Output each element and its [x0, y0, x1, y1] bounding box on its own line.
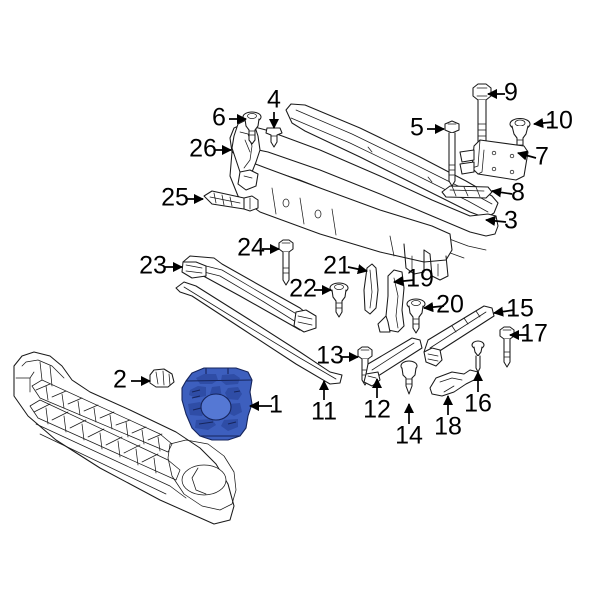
part-9-flange-bolt — [472, 83, 492, 150]
callout-8[interactable]: 8 — [490, 179, 525, 207]
callout-18[interactable]: 18 — [434, 394, 462, 441]
callout-leader-10 — [532, 117, 554, 129]
callout-3[interactable]: 3 — [484, 207, 518, 235]
part-2-retainer-clip — [149, 368, 175, 388]
callout-number-2: 2 — [113, 366, 127, 394]
callout-number-1: 1 — [269, 391, 283, 419]
callout-number-23: 23 — [139, 252, 167, 280]
callout-22[interactable]: 22 — [289, 275, 333, 303]
callout-leader-19 — [392, 276, 415, 287]
part-17-hex-bolt — [499, 326, 515, 368]
callout-number-12: 12 — [363, 396, 391, 424]
part-19-vertical-brace — [377, 269, 405, 333]
callout-leader-21 — [347, 264, 368, 275]
callout-2[interactable]: 2 — [113, 366, 152, 394]
callout-23[interactable]: 23 — [139, 252, 184, 280]
callout-9[interactable]: 9 — [486, 79, 518, 107]
callout-number-17: 17 — [520, 320, 548, 348]
callout-number-8: 8 — [511, 179, 525, 207]
part-14-rivet-clip — [400, 360, 418, 395]
callout-number-14: 14 — [395, 422, 423, 450]
callout-number-16: 16 — [464, 390, 492, 418]
callout-number-18: 18 — [434, 413, 462, 441]
part-16-long-bolt — [471, 340, 485, 373]
callout-number-10: 10 — [545, 107, 573, 135]
callout-number-5: 5 — [410, 114, 424, 142]
callout-number-24: 24 — [237, 234, 265, 262]
callout-5[interactable]: 5 — [410, 114, 446, 142]
callout-1[interactable]: 1 — [248, 391, 283, 419]
callout-10[interactable]: 10 — [532, 107, 573, 135]
part-4-push-clip — [265, 127, 283, 148]
callout-24[interactable]: 24 — [237, 234, 281, 262]
callout-leader-15 — [492, 306, 515, 317]
part-24-hex-bolt — [278, 239, 294, 286]
callout-number-21: 21 — [323, 252, 351, 280]
callout-leader-8 — [490, 187, 513, 198]
part-7-mounting-bracket — [459, 139, 529, 181]
callout-26[interactable]: 26 — [189, 135, 233, 163]
callout-17[interactable]: 17 — [508, 320, 548, 348]
callout-leader-7 — [517, 150, 537, 161]
callout-15[interactable]: 15 — [492, 295, 534, 323]
callout-number-22: 22 — [289, 275, 317, 303]
part-8-absorber-strip — [441, 185, 493, 199]
callout-12[interactable]: 12 — [363, 377, 391, 424]
callout-4[interactable]: 4 — [267, 86, 281, 130]
part-25-small-bracket — [203, 190, 259, 212]
callout-leader-20 — [422, 302, 445, 313]
callout-number-15: 15 — [506, 295, 534, 323]
part-front-bumper-cover — [13, 351, 237, 525]
callout-number-9: 9 — [504, 79, 518, 107]
part-1-highlighted-bumper-bracket[interactable] — [181, 367, 253, 441]
callout-number-11: 11 — [311, 398, 337, 426]
part-21-slim-brace — [363, 263, 379, 315]
callout-19[interactable]: 19 — [392, 265, 434, 293]
callout-leader-3 — [484, 215, 507, 226]
callout-20[interactable]: 20 — [422, 291, 464, 319]
part-23-upper-rail — [181, 255, 317, 333]
callout-number-13: 13 — [316, 342, 344, 370]
callout-11[interactable]: 11 — [311, 379, 337, 426]
part-20-rivet-clip — [406, 298, 426, 334]
callout-13[interactable]: 13 — [316, 342, 360, 370]
callout-number-25: 25 — [161, 184, 189, 212]
callout-14[interactable]: 14 — [395, 402, 423, 450]
callout-number-20: 20 — [436, 291, 464, 319]
callout-number-6: 6 — [212, 104, 226, 132]
callout-number-4: 4 — [267, 86, 281, 114]
callout-16[interactable]: 16 — [464, 370, 492, 418]
callout-number-3: 3 — [504, 207, 518, 235]
callout-7[interactable]: 7 — [517, 143, 549, 171]
part-22-rivet-clip — [329, 282, 349, 318]
part-11-lower-trim-strip — [175, 281, 343, 385]
callout-6[interactable]: 6 — [212, 104, 248, 132]
callout-21[interactable]: 21 — [323, 252, 368, 280]
callout-number-26: 26 — [189, 135, 217, 163]
callout-number-7: 7 — [535, 143, 549, 171]
callout-number-19: 19 — [406, 265, 434, 293]
callout-25[interactable]: 25 — [161, 184, 205, 212]
